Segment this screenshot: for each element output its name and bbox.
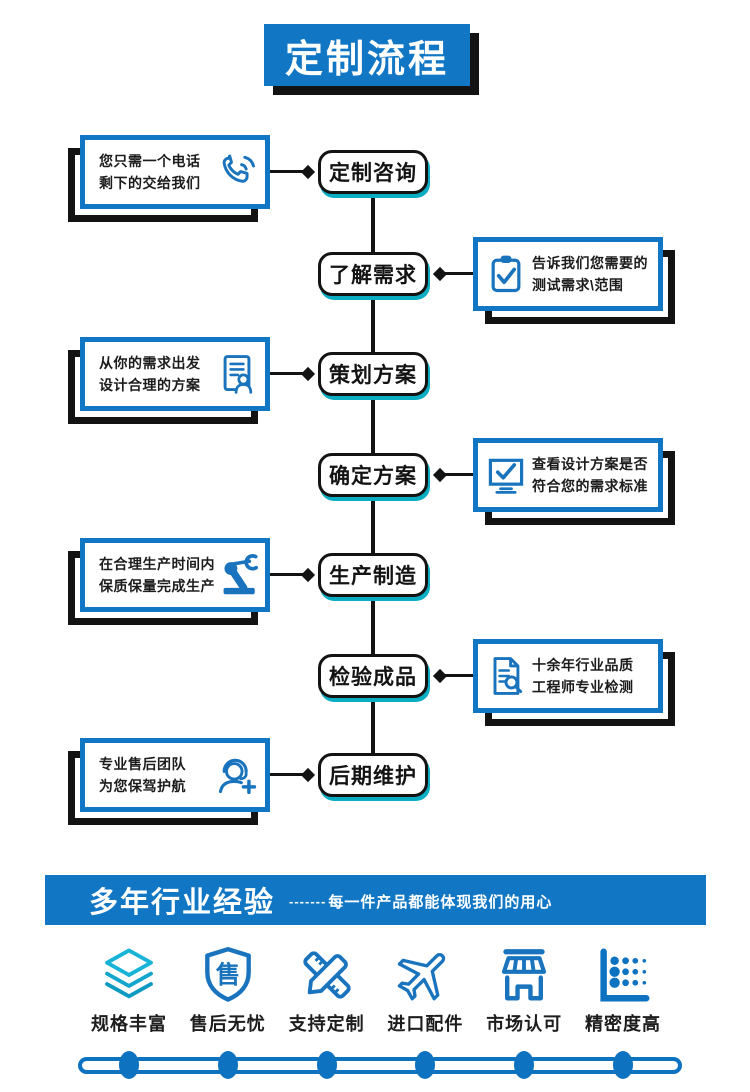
callout-text: 十余年行业品质 工程师专业检测 — [532, 656, 634, 695]
step-node-planning: 策划方案 — [318, 352, 428, 396]
connector — [270, 767, 316, 783]
connector — [432, 467, 478, 483]
monitor-check-icon — [484, 453, 528, 497]
callout-text: 告诉我们您需要的 测试需求\范围 — [532, 254, 648, 293]
airplane-icon — [379, 944, 471, 1006]
dot-chart-icon — [577, 944, 669, 1006]
callout-text: 从你的需求出发 设计合理的方案 — [99, 354, 201, 393]
step-node-consultation: 定制咨询 — [318, 150, 428, 194]
diamond-bullet — [432, 266, 448, 282]
banner-title: 多年行业经验 — [89, 887, 276, 919]
callout-text: 查看设计方案是否 符合您的需求标准 — [532, 455, 648, 494]
progress-track — [78, 1057, 682, 1074]
callout-text: 专业售后团队 为您保驾护航 — [99, 755, 186, 794]
clipboard-check-icon — [484, 252, 528, 296]
layers-icon — [83, 944, 175, 1006]
connector — [270, 567, 316, 583]
progress-dot — [119, 1051, 139, 1079]
progress-dot — [613, 1051, 633, 1079]
phone-icon — [215, 150, 259, 194]
feature-row: 规格丰富 售 售后无忧 — [83, 944, 669, 1036]
progress-dot — [415, 1051, 435, 1079]
diamond-bullet — [300, 366, 316, 382]
feature-market: 市场认可 — [478, 944, 570, 1036]
callout-planning: 从你的需求出发 设计合理的方案 — [68, 337, 270, 424]
banner-slogan: 每一件产品都能体现我们的用心 — [328, 893, 553, 911]
feature-custom: 支持定制 — [281, 944, 373, 1036]
step-node-production: 生产制造 — [318, 553, 428, 597]
store-icon — [478, 944, 570, 1006]
experience-banner: 多年行业经验 ------- 每一件产品都能体现我们的用心 — [45, 875, 706, 925]
callout-requirements: 告诉我们您需要的 测试需求\范围 — [473, 237, 675, 324]
connector — [432, 266, 478, 282]
feature-imported-parts: 进口配件 — [379, 944, 471, 1036]
callout-consultation: 您只需一个电话 剩下的交给我们 — [68, 135, 270, 222]
callout-maintenance: 专业售后团队 为您保驾护航 — [68, 738, 270, 825]
progress-dot — [218, 1051, 238, 1079]
feature-precision: 精密度高 — [577, 944, 669, 1036]
diamond-bullet — [300, 567, 316, 583]
connector — [270, 164, 316, 180]
diamond-bullet — [300, 164, 316, 180]
feature-aftersales: 售 售后无忧 — [182, 944, 274, 1036]
progress-dot — [514, 1051, 534, 1079]
step-node-inspection: 检验成品 — [318, 654, 428, 698]
document-person-icon — [215, 352, 259, 396]
callout-text: 在合理生产时间内 保质保量完成生产 — [99, 555, 215, 594]
callout-inspection: 十余年行业品质 工程师专业检测 — [473, 639, 675, 726]
diamond-bullet — [300, 767, 316, 783]
callout-text: 您只需一个电话 剩下的交给我们 — [99, 152, 201, 191]
banner-dashes: ------- — [289, 893, 327, 909]
step-node-requirements: 了解需求 — [318, 252, 428, 296]
feature-specs: 规格丰富 — [83, 944, 175, 1036]
step-node-maintenance: 后期维护 — [318, 753, 428, 797]
connector — [270, 366, 316, 382]
document-search-icon — [484, 654, 528, 698]
ruler-pen-icon — [281, 944, 373, 1006]
callout-confirmation: 查看设计方案是否 符合您的需求标准 — [473, 438, 675, 525]
diamond-bullet — [432, 668, 448, 684]
robot-arm-icon — [219, 553, 263, 597]
shield-icon: 售 — [182, 944, 274, 1006]
headset-plus-icon — [215, 753, 259, 797]
connector — [432, 668, 478, 684]
diamond-bullet — [432, 467, 448, 483]
page-title: 定制流程 — [264, 24, 470, 86]
svg-text:售: 售 — [216, 960, 241, 989]
progress-dot — [317, 1051, 337, 1079]
callout-production: 在合理生产时间内 保质保量完成生产 — [68, 538, 270, 625]
step-node-confirmation: 确定方案 — [318, 453, 428, 497]
